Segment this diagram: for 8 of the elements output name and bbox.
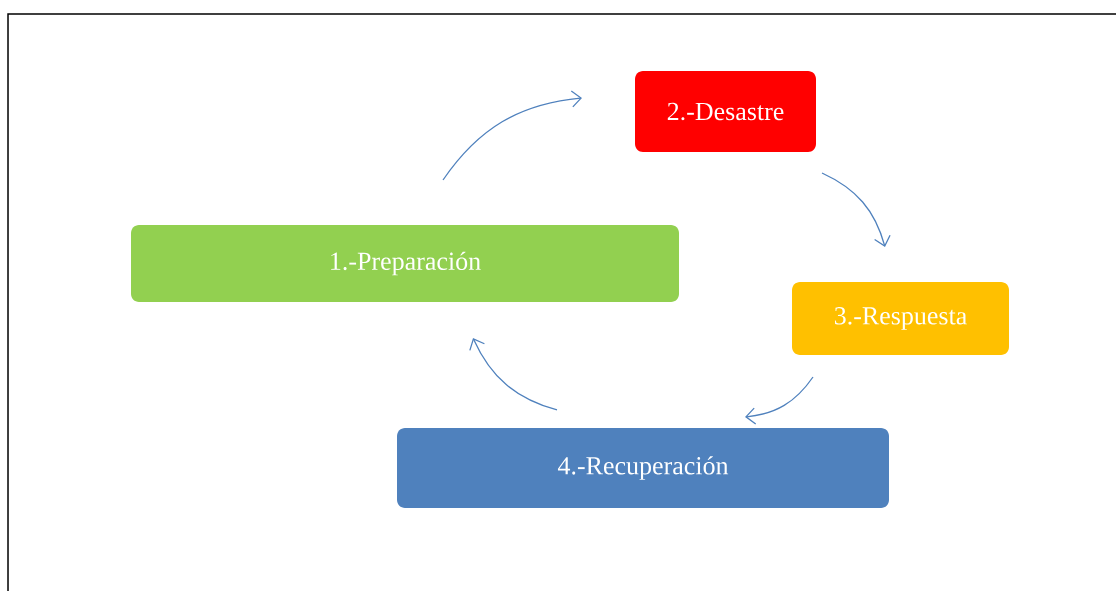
process-box: 1.-Preparación xyxy=(131,225,679,302)
process-box: 2.-Desastre xyxy=(635,71,816,152)
arrow xyxy=(442,90,582,181)
arrow xyxy=(469,338,558,411)
process-box: 3.-Respuesta xyxy=(792,282,1009,355)
arrow xyxy=(821,172,891,247)
process-box: 4.-Recuperación xyxy=(397,428,889,508)
arrow xyxy=(745,376,814,425)
